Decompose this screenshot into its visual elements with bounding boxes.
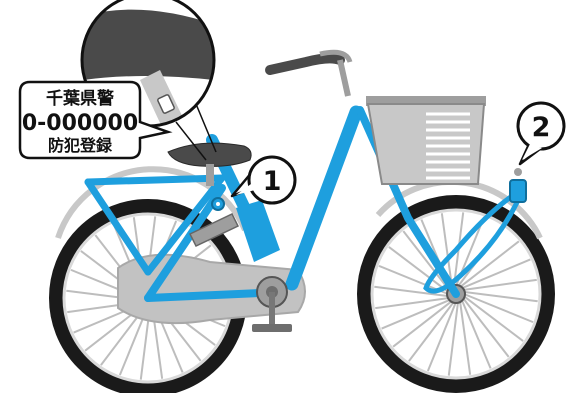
handlebar xyxy=(270,52,356,112)
pedal xyxy=(252,324,292,332)
sticker-registration-label: 防犯登録 xyxy=(48,136,113,155)
sticker-number-label: 0-000000 xyxy=(22,111,138,136)
callout-number-1: 1 xyxy=(263,166,282,197)
front-basket xyxy=(366,96,486,184)
sticker-prefecture-label: 千葉県警 xyxy=(46,88,114,109)
callout-badge-2: 2 xyxy=(518,103,564,164)
callout-number-2: 2 xyxy=(532,112,551,143)
down-tube xyxy=(292,112,356,284)
